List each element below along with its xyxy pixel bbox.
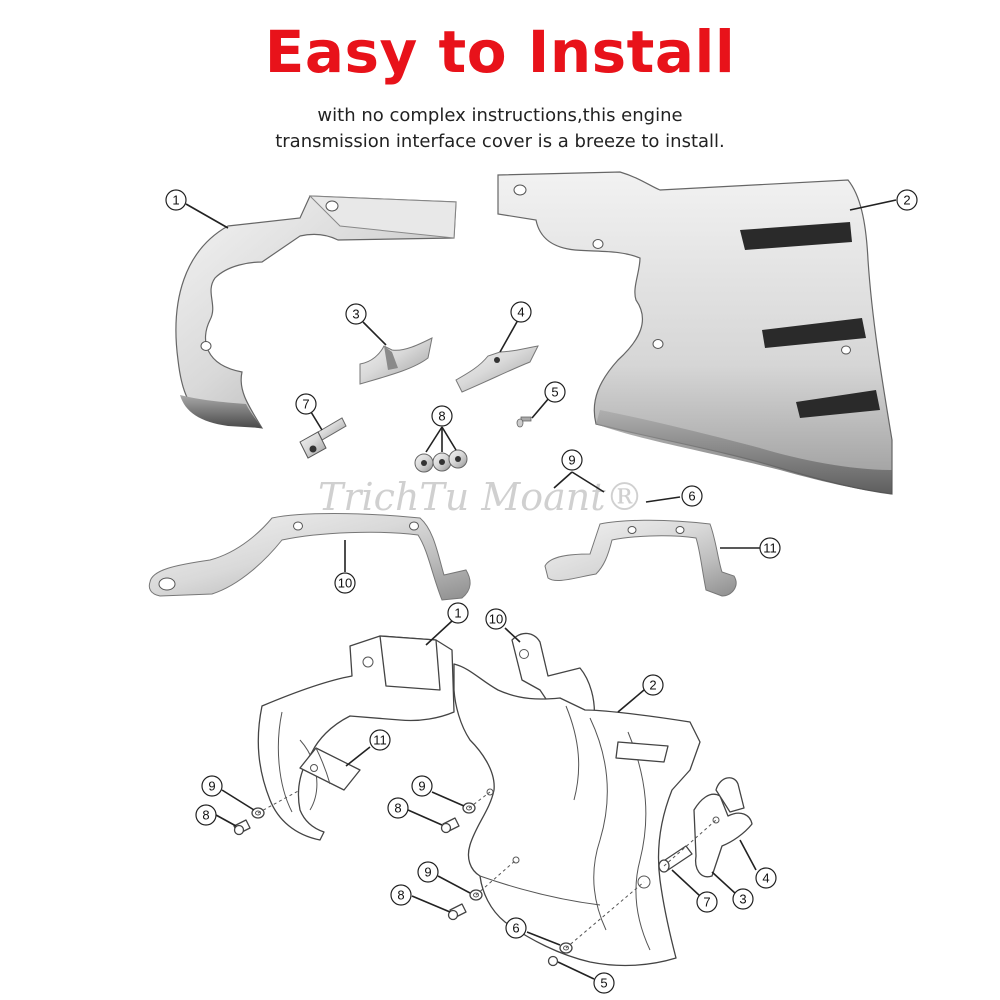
svg-text:8: 8 <box>394 801 401 816</box>
svg-text:5: 5 <box>600 976 607 991</box>
diagram-leader-lines <box>215 620 757 980</box>
svg-text:6: 6 <box>688 489 695 504</box>
callout-8: 8 <box>431 405 453 427</box>
svg-text:7: 7 <box>703 895 710 910</box>
svg-text:11: 11 <box>763 541 777 556</box>
photo-leader-lines <box>185 199 897 572</box>
svg-text:3: 3 <box>352 307 359 322</box>
diagram-callout-3: 3 <box>732 888 754 910</box>
svg-text:1: 1 <box>454 606 461 621</box>
diagram-callout-8c: 8 <box>390 884 412 906</box>
diagram-callout-11: 11 <box>369 729 391 751</box>
diagram-callout-9a: 9 <box>201 775 223 797</box>
svg-text:4: 4 <box>517 305 524 320</box>
part-7-bolt <box>299 417 347 459</box>
callout-3: 3 <box>345 303 367 325</box>
svg-text:2: 2 <box>649 678 656 693</box>
svg-text:8: 8 <box>438 409 445 424</box>
diagram-callout-8b: 8 <box>387 797 409 819</box>
part-11-bracket <box>544 519 737 597</box>
callout-5: 5 <box>544 381 566 403</box>
svg-text:8: 8 <box>202 808 209 823</box>
part-10-bracket <box>148 513 471 601</box>
svg-text:5: 5 <box>551 385 558 400</box>
callout-10: 10 <box>334 572 356 594</box>
diagram-callout-9b: 9 <box>411 775 433 797</box>
svg-text:9: 9 <box>568 453 575 468</box>
diagram-callout-7: 7 <box>696 891 718 913</box>
diagram-callout-10: 10 <box>485 608 507 630</box>
diagram-callout-2: 2 <box>642 674 664 696</box>
svg-text:3: 3 <box>739 892 746 907</box>
subtitle-line-1: with no complex instructions,this engine <box>317 105 683 126</box>
exploded-diagram <box>233 632 753 967</box>
diagram-callout-4: 4 <box>755 867 777 889</box>
svg-text:6: 6 <box>512 921 519 936</box>
diagram-callout-6: 6 <box>505 917 527 939</box>
callout-4: 4 <box>510 301 532 323</box>
callout-6: 6 <box>681 485 703 507</box>
svg-text:8: 8 <box>397 888 404 903</box>
svg-text:4: 4 <box>762 871 769 886</box>
diagram-callout-5: 5 <box>593 972 615 994</box>
svg-text:11: 11 <box>373 733 387 748</box>
page-title: Easy to Install <box>264 18 736 86</box>
part-3-bracket <box>359 337 433 385</box>
subtitle-line-2: transmission interface cover is a breeze… <box>275 131 725 152</box>
svg-text:9: 9 <box>208 779 215 794</box>
subtitle: with no complex instructions,this engine… <box>0 103 1000 155</box>
part-8-bolts <box>414 449 468 473</box>
svg-text:10: 10 <box>338 576 352 591</box>
callout-11: 11 <box>759 537 781 559</box>
diagram-callout-8a: 8 <box>195 804 217 826</box>
callout-9: 9 <box>561 449 583 471</box>
callout-2: 2 <box>896 189 918 211</box>
part-5-screw <box>516 416 532 428</box>
svg-text:2: 2 <box>903 193 910 208</box>
callout-7: 7 <box>295 393 317 415</box>
svg-text:7: 7 <box>302 397 309 412</box>
svg-text:9: 9 <box>418 779 425 794</box>
callout-1: 1 <box>165 189 187 211</box>
svg-text:1: 1 <box>172 193 179 208</box>
svg-text:9: 9 <box>424 865 431 880</box>
diagram-callout-9c: 9 <box>417 861 439 883</box>
diagram-callout-1: 1 <box>447 602 469 624</box>
watermark: TrichTu Moant® <box>318 475 644 519</box>
part-1-left-cover <box>175 195 457 429</box>
part-4-bracket <box>455 345 539 393</box>
part-2-right-cover <box>497 171 893 495</box>
svg-text:10: 10 <box>489 612 503 627</box>
